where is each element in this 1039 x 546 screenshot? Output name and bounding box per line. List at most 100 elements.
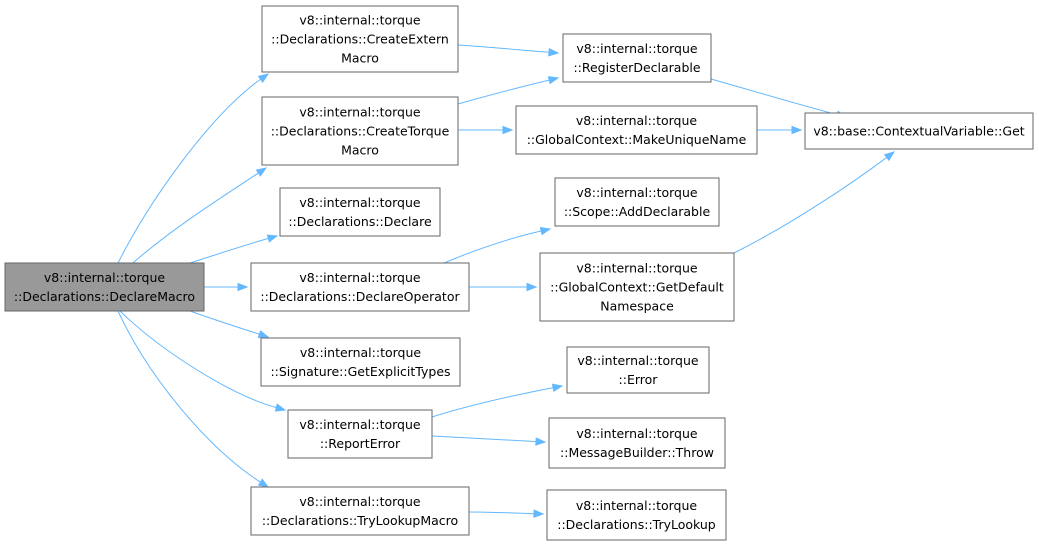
edge-line (117, 310, 262, 484)
edge-create-torque-macro-to-register-declarable (457, 76, 560, 105)
node-label-line: v8::internal::torque (576, 426, 697, 441)
node-try-lookup[interactable]: v8::internal::torque::Declarations::TryL… (546, 489, 727, 541)
node-label-line: v8::internal::torque (299, 13, 420, 28)
node-box (260, 337, 461, 387)
node-label-line: v8::internal::torque (576, 113, 697, 128)
node-label-line: v8::internal::torque (44, 270, 165, 285)
edge-line (189, 310, 261, 336)
arrowhead-icon (535, 437, 547, 446)
arrowhead-icon (547, 76, 560, 85)
edge-get-default-namespace-to-contextual-variable-get (733, 151, 896, 254)
node-box (250, 486, 470, 536)
edge-declare-macro-to-try-lookup-macro (117, 310, 270, 488)
node-declare[interactable]: v8::internal::torque::Declarations::Decl… (279, 187, 441, 237)
arrowhead-icon (266, 234, 279, 243)
arrowhead-icon (255, 167, 268, 177)
node-label-line: v8::internal::torque (299, 494, 420, 509)
node-label-line: v8::internal::torque (577, 353, 698, 368)
edge-line (119, 310, 278, 409)
edge-line (431, 435, 538, 443)
edge-line (733, 156, 888, 254)
node-label-line: ::Declarations::DeclareOperator (260, 289, 460, 304)
node-error[interactable]: v8::internal::torque::Error (566, 346, 710, 394)
arrowhead-icon (791, 125, 803, 135)
edge-line (117, 78, 262, 264)
arrowhead-icon (539, 226, 552, 236)
node-label-line: ::Declarations::DeclareMacro (14, 289, 195, 304)
node-box (287, 409, 433, 459)
edge-declare-macro-to-declare-operator (204, 282, 249, 292)
edge-declare-macro-to-create-extern-macro (117, 73, 270, 264)
edge-line (132, 171, 260, 264)
node-label-line: v8::internal::torque (299, 417, 420, 432)
node-label-line: v8::internal::torque (299, 270, 420, 285)
node-declare-operator[interactable]: v8::internal::torque::Declarations::Decl… (250, 262, 470, 312)
node-label-line: v8::internal::torque (576, 261, 697, 276)
node-make-unique-name[interactable]: v8::internal::torque::GlobalContext::Mak… (515, 105, 758, 155)
node-box (4, 262, 205, 312)
edge-line (457, 79, 551, 105)
node-box (279, 187, 441, 237)
edge-line (468, 511, 536, 515)
arrowhead-icon (257, 73, 270, 83)
node-label-line: Namespace (600, 299, 674, 314)
node-label-line: ::Declarations::CreateExtern (271, 32, 449, 47)
node-declare-macro[interactable]: v8::internal::torque::Declarations::Decl… (4, 262, 205, 312)
edge-report-error-to-message-builder-throw (431, 435, 547, 446)
arrowhead-icon (257, 478, 270, 488)
node-register-declarable[interactable]: v8::internal::torque::RegisterDeclarable (562, 33, 712, 83)
arrowhead-icon (502, 125, 514, 135)
node-box (562, 33, 712, 83)
node-add-declarable[interactable]: v8::internal::torque::Scope::AddDeclarab… (554, 177, 720, 227)
node-label-line: ::Declarations::TryLookupMacro (262, 513, 458, 528)
node-try-lookup-macro[interactable]: v8::internal::torque::Declarations::TryL… (250, 486, 470, 536)
arrowhead-icon (237, 282, 249, 292)
node-label-line: v8::internal::torque (299, 105, 420, 120)
edge-line (457, 44, 551, 53)
node-create-extern-macro[interactable]: v8::internal::torque::Declarations::Crea… (261, 5, 459, 73)
node-report-error[interactable]: v8::internal::torque::ReportError (287, 409, 433, 459)
edge-line (189, 237, 270, 264)
edge-declare-operator-to-get-default-namespace (469, 282, 538, 292)
node-label-line: v8::internal::torque (576, 41, 697, 56)
arrowhead-icon (548, 48, 560, 57)
edge-declare-macro-to-get-explicit-types (189, 310, 270, 339)
edge-make-unique-name-to-contextual-variable-get (757, 125, 803, 135)
arrowhead-icon (526, 282, 538, 292)
node-box (566, 346, 710, 394)
node-label-line: ::Scope::AddDeclarable (564, 204, 711, 219)
node-label-line: ::GlobalContext::GetDefault (550, 280, 724, 295)
node-box (546, 489, 727, 541)
edge-declare-operator-to-add-declarable (443, 226, 552, 264)
node-get-default-namespace[interactable]: v8::internal::torque::GlobalContext::Get… (539, 252, 735, 322)
node-box (261, 96, 459, 166)
node-message-builder-throw[interactable]: v8::internal::torque::MessageBuilder::Th… (548, 417, 726, 469)
node-create-torque-macro[interactable]: v8::internal::torque::Declarations::Crea… (261, 96, 459, 166)
node-label-line: ::Declarations::TryLookup (557, 517, 716, 532)
node-label-line: ::RegisterDeclarable (573, 60, 700, 75)
node-label-line: ::Declarations::CreateTorque (271, 124, 450, 139)
edge-declare-macro-to-declare (189, 234, 279, 264)
edge-create-torque-macro-to-make-unique-name (458, 125, 514, 135)
node-label-line: Macro (341, 143, 379, 158)
node-box (554, 177, 720, 227)
edges-layer (117, 44, 896, 518)
node-box (804, 112, 1034, 150)
arrowhead-icon (257, 330, 270, 339)
node-contextual-variable-get[interactable]: v8::base::ContextualVariable::Get (804, 112, 1034, 150)
edge-try-lookup-macro-to-try-lookup (468, 509, 545, 518)
node-label-line: ::Declarations::Declare (288, 214, 432, 229)
node-label-line: ::ReportError (320, 436, 401, 451)
node-box (539, 252, 735, 322)
arrowhead-icon (274, 403, 287, 412)
node-box (515, 105, 758, 155)
edge-line (431, 387, 555, 418)
node-label-line: v8::internal::torque (576, 185, 697, 200)
node-label-line: ::Error (619, 372, 659, 387)
edge-declare-macro-to-report-error (119, 310, 287, 412)
edge-declare-macro-to-create-torque-macro (132, 167, 268, 264)
node-get-explicit-types[interactable]: v8::internal::torque::Signature::GetExpl… (260, 337, 461, 387)
node-label-line: ::Signature::GetExplicitTypes (270, 364, 450, 379)
node-label-line: v8::base::ContextualVariable::Get (813, 124, 1024, 139)
